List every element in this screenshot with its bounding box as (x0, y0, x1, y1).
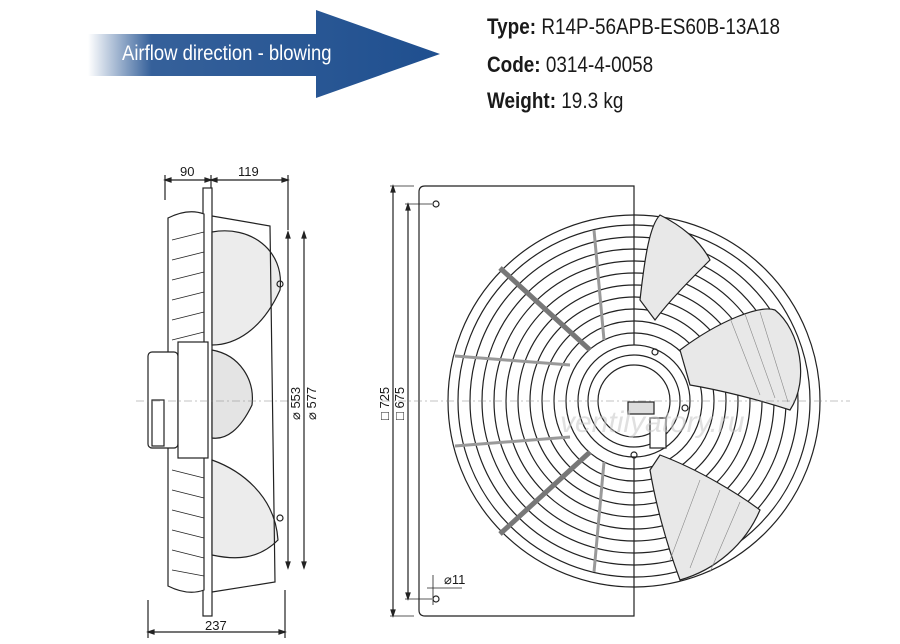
dim-diameter-outer: ⌀ 577 (304, 387, 319, 420)
spec-code-label: Code: (487, 52, 541, 77)
dim-depth-total: 237 (205, 618, 227, 633)
airflow-label: Airflow direction - blowing (122, 42, 332, 65)
dim-diameter-inner: ⌀ 553 (288, 387, 303, 420)
spec-code-value: 0314-4-0058 (545, 52, 654, 77)
watermark: ventilyatory.ru (560, 406, 745, 439)
side-view (136, 175, 307, 638)
spec-type-label: Type: (487, 14, 537, 39)
dim-square-outer: □ 725 (377, 387, 392, 420)
spec-weight: Weight: 19.3 kg (487, 88, 623, 114)
spec-type: Type: R14P-56APB-ES60B-13A18 (487, 14, 780, 40)
dim-hole: ⌀11 (444, 572, 465, 587)
front-view (382, 184, 850, 618)
dim-depth-rear: 119 (238, 164, 259, 179)
spec-type-value: R14P-56APB-ES60B-13A18 (541, 14, 781, 39)
dim-square-inner: □ 675 (392, 387, 407, 420)
spec-weight-label: Weight: (487, 88, 557, 113)
dim-depth-front: 90 (180, 164, 194, 179)
airflow-arrow (88, 10, 440, 98)
spec-weight-value: 19.3 kg (561, 88, 624, 113)
spec-code: Code: 0314-4-0058 (487, 52, 653, 78)
